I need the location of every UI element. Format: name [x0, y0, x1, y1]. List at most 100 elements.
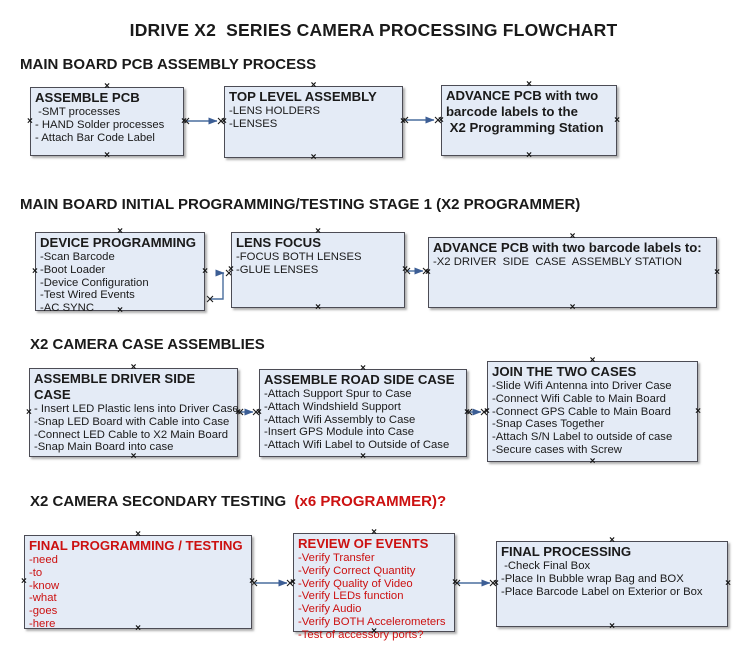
box-title: FINAL PROCESSING	[501, 544, 632, 559]
flow-box-device-programming: DEVICE PROGRAMMING -Scan Barcode -Boot L…	[32, 227, 208, 316]
connection-point-icon: ×	[400, 116, 406, 127]
connection-point-icon: ×	[26, 406, 32, 418]
box-title: FINAL PROGRAMMING / TESTING	[29, 538, 243, 553]
box-item: -Verify BOTH Accelerometers	[298, 615, 446, 628]
connector-arrow	[453, 579, 497, 587]
heading-red-part: (x6 PROGRAMMER)?	[294, 493, 447, 510]
connection-point-icon: ×	[256, 407, 262, 418]
connection-point-icon: ×	[464, 407, 470, 418]
box-item: -Attach Wifi Assembly to Case	[264, 413, 416, 426]
connector-arrow	[250, 579, 294, 587]
box-item: -Scan Barcode	[40, 251, 115, 263]
box-item: -what	[29, 592, 57, 605]
box-item: -Snap Cases Together	[492, 418, 605, 431]
flow-box-final-processing: FINAL PROCESSING -Check Final Box -Place…	[493, 536, 731, 632]
box-item: -know	[29, 579, 60, 592]
box-item: -Test Wired Events	[40, 289, 135, 302]
connection-point-icon: ×	[589, 456, 596, 467]
flow-box-review-of-events: REVIEW OF EVENTS -Verify Transfer -Verif…	[290, 528, 458, 641]
connection-point-icon: ×	[315, 302, 321, 313]
box-item: -Verify Quality of Video	[298, 577, 413, 590]
box-item: -X2 DRIVER SIDE CASE ASSEMBLY STATION	[433, 256, 683, 268]
connection-point-icon: ×	[21, 576, 27, 587]
connection-point-icon: ×	[402, 264, 408, 275]
box-item: -Snap LED Board with Cable into Case	[34, 415, 230, 428]
box-title: ASSEMBLE PCB	[35, 90, 140, 105]
connection-point-icon: ×	[425, 266, 431, 278]
connection-point-icon: ×	[221, 116, 227, 127]
connection-point-icon: ×	[135, 623, 141, 634]
box-item: -Verify Transfer	[298, 552, 375, 564]
box-item: -Verify Correct Quantity	[298, 564, 416, 577]
connection-point-icon: ×	[725, 578, 731, 589]
connection-point-icon: ×	[569, 302, 576, 313]
box-item: -AC SYNC	[40, 302, 94, 315]
section-heading-case-assemblies: X2 CAMERA CASE ASSEMBLIES	[30, 336, 265, 353]
flow-box-assemble-pcb: ASSEMBLE PCB -SMT processes - HAND Solde…	[27, 82, 187, 161]
box-item: -Connect LED Cable to X2 Main Board	[34, 428, 229, 441]
box-item: -Place In Bubble wrap Bag and BOX	[501, 572, 684, 585]
box-item: -Slide Wifi Antenna into Driver Case	[492, 380, 672, 392]
box-item: -GLUE LENSES	[236, 263, 319, 276]
connection-point-icon: ×	[310, 80, 317, 91]
connection-point-icon: ×	[310, 152, 317, 163]
connection-point-icon: ×	[202, 265, 208, 277]
connection-point-icon: ×	[371, 626, 377, 637]
box-item: - Attach Bar Code Label	[35, 131, 155, 144]
box-item: -Verify LEDs function	[298, 590, 404, 603]
box-item: -Snap Main Board into case	[34, 441, 174, 454]
box-item: -Test of accessory ports?	[298, 628, 424, 641]
box-item: -Place Barcode Label on Exterior or Box	[501, 585, 703, 598]
flow-box-assemble-driver-side-case: ASSEMBLE DRIVER SIDE CASE - Insert LED P…	[26, 363, 241, 462]
box-item: -SMT processes	[35, 106, 121, 118]
box-item: -Attach Windshield Support	[264, 400, 401, 413]
connection-point-icon: ×	[695, 405, 701, 417]
connection-point-icon: ×	[32, 265, 38, 277]
connection-point-icon: ×	[526, 79, 532, 90]
flow-box-lens-focus: LENS FOCUS -FOCUS BOTH LENSES -GLUE LENS…	[228, 227, 408, 313]
box-title: ASSEMBLE ROAD SIDE CASE	[264, 372, 455, 387]
flow-box-final-programming-testing: FINAL PROGRAMMING / TESTING -need -to -k…	[21, 530, 255, 634]
box-item: -here	[29, 617, 56, 630]
connection-point-icon: ×	[589, 355, 596, 366]
box-item: -need	[29, 554, 58, 566]
box-item: -Attach Support Spur to Case	[264, 388, 412, 400]
connection-point-icon: ×	[484, 405, 490, 417]
connection-point-icon: ×	[493, 578, 499, 589]
flow-box-advance-pcb-case-assembly: ADVANCE PCB with two barcode labels to: …	[425, 232, 720, 313]
connection-point-icon: ×	[526, 150, 532, 161]
section-heading-secondary-testing: X2 CAMERA SECONDARY TESTING (x6 PROGRAMM…	[30, 493, 446, 510]
flow-box-advance-pcb-programming-station: ADVANCE PCB with two barcode labels to t…	[438, 80, 620, 161]
connection-point-icon: ×	[249, 576, 255, 587]
box-item: -Verify Audio	[298, 603, 362, 616]
box-title: JOIN THE TWO CASES	[492, 364, 637, 379]
box-title: ADVANCE PCB with two barcode labels to t…	[446, 88, 604, 135]
box-item: -Connect GPS Cable to Main Board	[492, 405, 671, 418]
connection-point-icon: ×	[228, 264, 234, 275]
connection-point-icon: ×	[438, 114, 444, 126]
connection-point-icon: ×	[130, 451, 137, 462]
connection-point-icon: ×	[609, 621, 615, 632]
box-title: ADVANCE PCB with two barcode labels to:	[433, 240, 702, 255]
box-item: -Attach Wifi Label to Outside of Case	[264, 439, 450, 452]
connection-point-icon: ×	[104, 81, 110, 92]
connection-point-icon: ×	[371, 527, 377, 538]
connection-point-icon: ×	[714, 266, 720, 278]
box-item: -Device Configuration	[40, 276, 149, 289]
connector-arrow	[182, 117, 225, 125]
box-item: -Insert GPS Module into Case	[264, 426, 415, 439]
connection-point-icon: ×	[569, 231, 576, 242]
box-item: -Secure cases with Screw	[492, 443, 622, 456]
connector-arrow	[401, 116, 442, 124]
box-item: -Connect Wifi Cable to Main Board	[492, 392, 666, 405]
connection-point-icon: ×	[315, 226, 321, 237]
connection-point-icon: ×	[609, 535, 615, 546]
connection-point-icon: ×	[360, 363, 366, 374]
box-title: ASSEMBLE DRIVER SIDE CASE	[34, 371, 199, 402]
box-title: DEVICE PROGRAMMING	[40, 235, 197, 250]
connection-point-icon: ×	[117, 226, 123, 237]
flow-box-assemble-road-side-case: ASSEMBLE ROAD SIDE CASE -Attach Support …	[256, 364, 470, 462]
box-item: -Boot Loader	[40, 263, 106, 276]
box-item: -LENSES	[229, 117, 278, 130]
